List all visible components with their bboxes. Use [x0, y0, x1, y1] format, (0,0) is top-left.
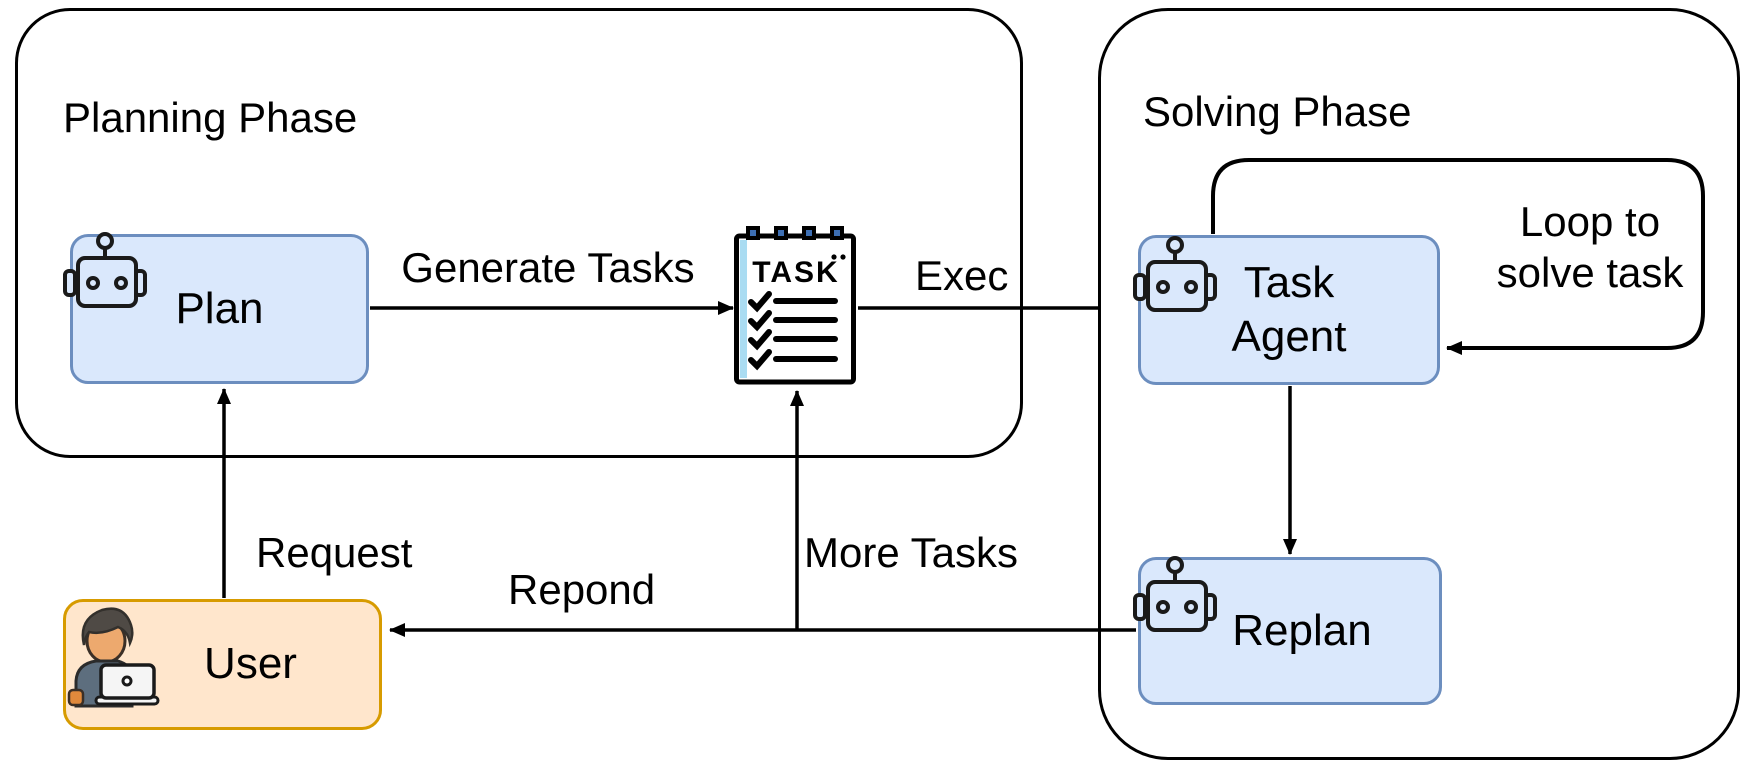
loop-label: Loop to solve task — [1496, 198, 1684, 297]
solving-phase-title: Solving Phase — [1143, 88, 1412, 135]
generate-tasks-label: Generate Tasks — [401, 244, 695, 291]
user-node: User — [63, 599, 382, 730]
task-agent-node: Task Agent — [1138, 235, 1440, 385]
more-tasks-label: More Tasks — [804, 529, 1018, 576]
task-agent-label: Task Agent — [1231, 258, 1347, 361]
plan-label: Plan — [175, 283, 264, 333]
request-label: Request — [256, 529, 413, 576]
exec-label: Exec — [915, 252, 1009, 299]
planning-phase-title: Planning Phase — [63, 94, 358, 141]
respond-label: Repond — [508, 566, 656, 613]
planning-phase-container: Planning Phase — [15, 8, 1023, 458]
replan-node: Replan — [1138, 557, 1442, 705]
replan-label: Replan — [1232, 605, 1372, 655]
plan-node: Plan — [70, 234, 369, 384]
user-label: User — [204, 639, 297, 689]
